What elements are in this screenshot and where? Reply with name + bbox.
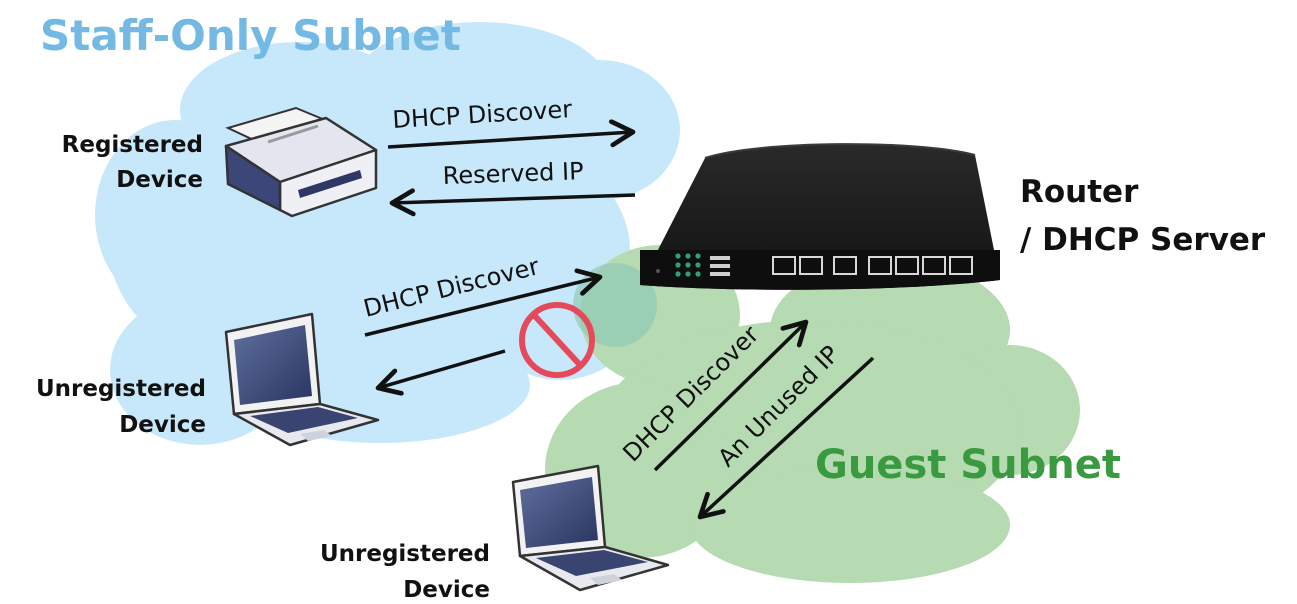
guest-discover-arrow (653, 319, 809, 472)
registered-discover-arrow (387, 119, 636, 149)
unregistered-guest-device-label-line2: Device (403, 577, 490, 603)
unregistered-staff-device-label-line1: Unregistered (36, 376, 206, 402)
printer-icon (224, 106, 378, 218)
router-label-line1: Router (1020, 174, 1139, 210)
unregistered-discover-arrow (364, 268, 603, 337)
registered-device-label-line2: Device (116, 167, 203, 193)
unregistered-blocked-arrow (375, 349, 506, 396)
registered-device-label-line1: Registered (62, 132, 203, 158)
unregistered-staff-device-label-line2: Device (119, 412, 206, 438)
unregistered-guest-device-label-line1: Unregistered (320, 541, 490, 567)
no-entry-icon (519, 302, 595, 378)
registered-reply-arrow (389, 188, 636, 217)
guest-reply-arrow (697, 356, 875, 520)
registered-reply-label: Reserved IP (442, 157, 584, 190)
guest-subnet-title: Guest Subnet (815, 442, 1121, 488)
router-label-line2: / DHCP Server (1020, 222, 1266, 258)
router-icon (640, 143, 1000, 290)
staff-subnet-title: Staff-Only Subnet (40, 11, 461, 60)
laptop-icon (224, 312, 380, 447)
laptop-icon (511, 464, 670, 592)
